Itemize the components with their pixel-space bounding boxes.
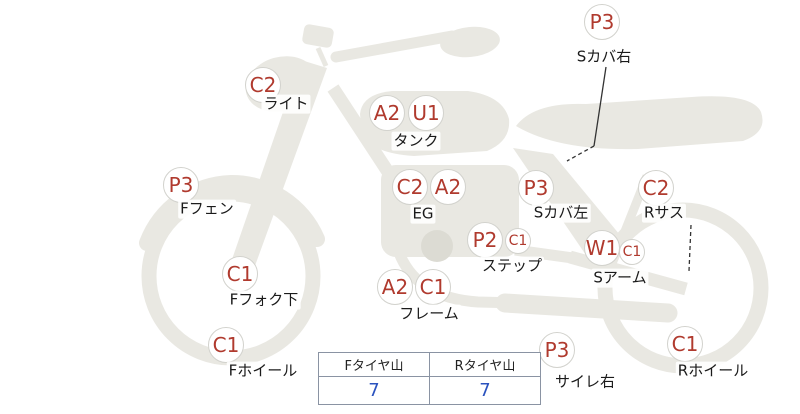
muffler (495, 293, 678, 323)
grade-badge-step-c1: C1 (505, 228, 531, 254)
f-tire-tread-value: 7 (318, 376, 430, 405)
handlebar (330, 30, 458, 63)
grade-badge-tank-u1: U1 (408, 95, 444, 131)
grade-badge-s-cover-right-p3: P3 (584, 4, 620, 40)
front-fork (229, 60, 327, 274)
grade-badge-engine-a2: A2 (430, 169, 466, 205)
grade-badge-silencer-right-p3: P3 (539, 332, 575, 368)
grade-badge-f-fork-lower-c1: C1 (222, 256, 258, 292)
crankcase-cover (421, 230, 453, 262)
front-fender (139, 174, 325, 251)
tire-tread-header-row: Fタイヤ山 Rタイヤ山 (318, 352, 541, 377)
part-caption-r-wheel: Rホイール (675, 361, 751, 381)
part-caption-silencer-right: サイレ右 (552, 372, 618, 392)
part-caption-tank: タンク (391, 131, 441, 151)
pointer-line-s-cover-right (593, 66, 607, 147)
part-caption-light: ライト (261, 94, 311, 114)
grade-badge-r-sus-c2: C2 (638, 170, 674, 206)
grade-badge-tank-a2: A2 (369, 95, 405, 131)
grade-badge-step-p2: P2 (467, 222, 503, 258)
seat (516, 96, 763, 150)
grade-badge-frame-a2: A2 (377, 269, 413, 305)
pointer-line-r-sus-dashed (688, 224, 692, 272)
pointer-line-s-cover-right-dashed (566, 145, 595, 162)
grade-badge-s-arm-w1: W1 (584, 230, 620, 266)
part-caption-r-sus: Rサス (641, 203, 687, 223)
part-caption-s-cover-right: Sカバ右 (574, 47, 634, 67)
part-caption-step: ステップ (479, 256, 545, 276)
part-caption-frame: フレーム (397, 304, 461, 324)
part-caption-engine: EG (410, 204, 436, 224)
tire-tread-value-row: 7 7 (318, 376, 541, 405)
grade-badge-engine-c2: C2 (392, 169, 428, 205)
grade-badge-frame-c1: C1 (415, 269, 451, 305)
part-caption-f-fork-lower: Fフォク下 (227, 290, 301, 310)
part-caption-f-wheel: Fホイール (226, 361, 300, 381)
part-caption-s-arm: Sアーム (591, 268, 649, 288)
frame-lower (514, 244, 581, 265)
r-tire-tread-value: 7 (429, 376, 541, 405)
grade-badge-f-wheel-c1: C1 (208, 327, 244, 363)
handlebar-grip (440, 26, 500, 58)
part-caption-f-fender: Fフェン (178, 199, 236, 219)
tire-tread-table: Fタイヤ山 Rタイヤ山 7 7 (318, 352, 541, 405)
grade-badge-r-wheel-c1: C1 (667, 326, 703, 362)
part-caption-s-cover-left: Sカバ左 (531, 203, 591, 223)
grade-badge-f-fender-p3: P3 (163, 167, 199, 203)
mirror-stem (315, 46, 329, 68)
grade-badge-s-cover-left-p3: P3 (518, 170, 554, 206)
f-tire-tread-header: Fタイヤ山 (318, 352, 430, 377)
mirror (302, 24, 334, 48)
grade-badge-s-arm-c1: C1 (619, 239, 645, 265)
r-tire-tread-header: Rタイヤ山 (429, 352, 541, 377)
